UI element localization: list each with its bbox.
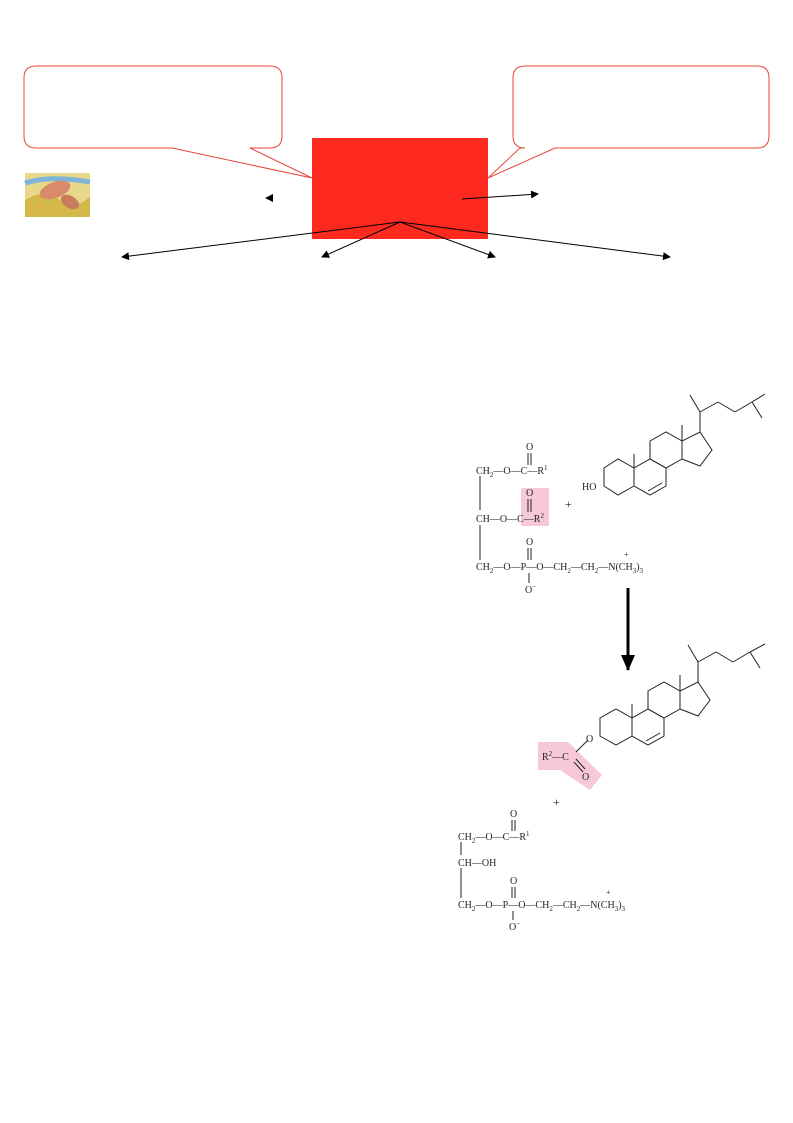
svg-text:O−: O− — [509, 920, 520, 933]
svg-text:CH2—O—P—O—CH2—CH2—N(CH3)3: CH2—O—P—O—CH2—CH2—N(CH3)3 — [458, 900, 626, 913]
svg-text:O−: O− — [525, 583, 536, 596]
arrow-right — [461, 190, 539, 200]
svg-text:+: + — [624, 550, 629, 559]
arrow-down-4 — [399, 221, 671, 261]
arrow-down-1 — [121, 221, 401, 261]
svg-text:O: O — [510, 809, 517, 820]
plus-sign-products: + — [553, 795, 560, 809]
cholesterol-reactant: HO — [582, 393, 766, 496]
arrow-down-3 — [399, 221, 496, 259]
membrane-photo-icon — [24, 173, 91, 217]
svg-text:+: + — [606, 888, 611, 897]
center-box — [312, 138, 488, 239]
lysolecithin-product: CH2—O—C—R1 O CH—OH CH2—O—P—O—CH2—CH2—N(C… — [458, 809, 626, 933]
svg-text:O: O — [582, 772, 589, 783]
svg-text:O: O — [526, 537, 533, 548]
ester-highlight-reactant — [521, 488, 549, 526]
reactant-phospholipid: CH2—O—C—R1 O CH—O—C—R2 O CH2—O—P—O—CH2—C… — [476, 442, 644, 596]
svg-text:CH—O—C—R2: CH—O—C—R2 — [476, 512, 544, 525]
svg-text:CH2—O—C—R1: CH2—O—C—R1 — [458, 830, 530, 845]
reaction-scheme: CH2—O—C—R1 O CH—O—C—R2 O CH2—O—P—O—CH2—C… — [458, 393, 766, 933]
plus-sign-reactants: + — [565, 497, 572, 511]
svg-text:CH2—O—P—O—CH2—CH2—N(CH3)3: CH2—O—P—O—CH2—CH2—N(CH3)3 — [476, 562, 644, 575]
svg-text:O: O — [526, 442, 533, 453]
left-callout — [23, 65, 313, 179]
svg-text:CH2—O—C—R1: CH2—O—C—R1 — [476, 464, 548, 479]
svg-text:HO: HO — [582, 482, 596, 493]
right-callout — [487, 65, 770, 179]
cholesteryl-ester-product: R2—C O O — [538, 643, 766, 790]
svg-text:CH—OH: CH—OH — [458, 858, 496, 869]
svg-text:O: O — [526, 488, 533, 499]
ester-highlight-product — [538, 742, 602, 790]
svg-text:O: O — [510, 876, 517, 887]
concept-map — [23, 65, 770, 261]
arrow-down-2 — [321, 221, 401, 258]
svg-text:O: O — [586, 734, 593, 745]
svg-text:R2—C: R2—C — [542, 750, 569, 763]
